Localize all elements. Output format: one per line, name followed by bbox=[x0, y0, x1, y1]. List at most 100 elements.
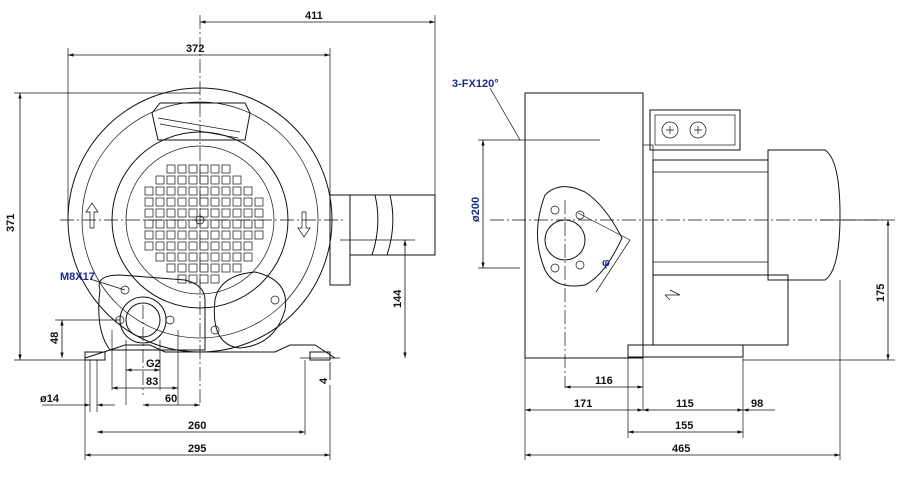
grill-slot bbox=[177, 175, 187, 185]
flow-arrow-down-right bbox=[297, 211, 311, 238]
inlet-lobe bbox=[98, 274, 206, 351]
dim-465: 465 bbox=[672, 443, 690, 455]
grill-slot bbox=[199, 197, 209, 207]
grill-slot bbox=[188, 219, 198, 229]
grill-slot bbox=[199, 175, 209, 185]
grill-slot bbox=[243, 208, 253, 218]
grill-slot bbox=[199, 164, 209, 174]
lower-bracket bbox=[652, 274, 789, 346]
dim-260: 260 bbox=[188, 420, 206, 432]
grill-slot bbox=[166, 186, 176, 196]
grill-slot bbox=[199, 274, 209, 284]
grill-slot bbox=[221, 208, 231, 218]
label-phi: φ bbox=[602, 257, 610, 269]
flow-arrow-up-left bbox=[85, 202, 99, 229]
grill-slot bbox=[155, 241, 165, 251]
grill-slot bbox=[188, 263, 198, 273]
grill-slot bbox=[254, 219, 264, 229]
grill-slot bbox=[177, 230, 187, 240]
grill-slot bbox=[232, 208, 242, 218]
grill-slot bbox=[155, 252, 165, 262]
grill-slot bbox=[155, 230, 165, 240]
grill-slot bbox=[243, 197, 253, 207]
pipe-break bbox=[371, 194, 394, 256]
dim-372: 372 bbox=[186, 43, 204, 55]
grill-slot bbox=[188, 175, 198, 185]
dim-295: 295 bbox=[188, 443, 206, 455]
grill-slot bbox=[221, 219, 231, 229]
grill-slot bbox=[166, 263, 176, 273]
dim-171: 171 bbox=[574, 398, 592, 410]
grill-slot bbox=[243, 252, 253, 262]
terminal-screw-left bbox=[661, 121, 679, 139]
grill-slot bbox=[177, 186, 187, 196]
grill-slot bbox=[166, 241, 176, 251]
grill-slot bbox=[188, 241, 198, 251]
label-flange: 3-FX120° bbox=[452, 78, 499, 90]
grill-slot bbox=[166, 208, 176, 218]
grill-slot bbox=[177, 252, 187, 262]
motor-end-cap bbox=[767, 149, 841, 281]
grill-slot bbox=[177, 164, 187, 174]
side-view: 3-FX120° ø200 φ 175 116 171 115 98 155 bbox=[452, 78, 895, 460]
grill-slot bbox=[144, 197, 154, 207]
outlet-lobe bbox=[213, 271, 287, 349]
dim-144: 144 bbox=[392, 289, 404, 308]
grill-slot bbox=[210, 263, 220, 273]
terminal-box bbox=[151, 102, 251, 141]
grill-slot bbox=[177, 274, 187, 284]
dim-98: 98 bbox=[751, 398, 763, 410]
dim-200: ø200 bbox=[470, 197, 482, 222]
grill-slot bbox=[221, 175, 231, 185]
grill-slot bbox=[232, 241, 242, 251]
grill-slot bbox=[199, 252, 209, 262]
grill-slot bbox=[199, 241, 209, 251]
base-plate bbox=[84, 344, 336, 359]
grill-slot bbox=[144, 219, 154, 229]
dim-14: ø14 bbox=[40, 393, 60, 405]
grill-slot bbox=[166, 175, 176, 185]
grill-slot bbox=[144, 208, 154, 218]
fan-grill bbox=[144, 164, 264, 284]
grill-slot bbox=[221, 186, 231, 196]
grill-slot bbox=[221, 263, 231, 273]
grill-slot bbox=[232, 263, 242, 273]
grill-slot bbox=[243, 186, 253, 196]
grill-slot bbox=[166, 252, 176, 262]
dim-371: 371 bbox=[5, 214, 17, 232]
side-base bbox=[627, 344, 744, 358]
label-bolt: M8X17 bbox=[60, 271, 95, 283]
outlet-pipe bbox=[349, 194, 436, 256]
grill-slot bbox=[254, 208, 264, 218]
grill-slot bbox=[232, 230, 242, 240]
grill-slot bbox=[210, 230, 220, 240]
grill-slot bbox=[221, 230, 231, 240]
grill-slot bbox=[144, 186, 154, 196]
front-view: 411 372 371 144 48 4 M8X17 G2 8 bbox=[5, 10, 436, 460]
dim-83: 83 bbox=[146, 376, 158, 388]
grill-slot bbox=[221, 197, 231, 207]
grill-slot bbox=[243, 241, 253, 251]
grill-slot bbox=[210, 252, 220, 262]
grill-slot bbox=[188, 252, 198, 262]
grill-slot bbox=[155, 186, 165, 196]
grill-slot bbox=[144, 230, 154, 240]
grill-slot bbox=[166, 219, 176, 229]
grill-slot bbox=[232, 219, 242, 229]
grill-slot bbox=[199, 263, 209, 273]
grill-slot bbox=[188, 164, 198, 174]
grill-slot bbox=[199, 186, 209, 196]
grill-slot bbox=[232, 175, 242, 185]
grill-slot bbox=[210, 164, 220, 174]
dim-48: 48 bbox=[49, 332, 61, 344]
motor-body bbox=[652, 159, 769, 276]
grill-slot bbox=[210, 241, 220, 251]
grill-slot bbox=[210, 219, 220, 229]
inlet-flange bbox=[537, 186, 623, 287]
grill-slot bbox=[199, 208, 209, 218]
grill-slot bbox=[221, 164, 231, 174]
grill-slot bbox=[177, 197, 187, 207]
dim-g2: G2 bbox=[146, 358, 161, 370]
side-terminal-box bbox=[649, 109, 741, 151]
